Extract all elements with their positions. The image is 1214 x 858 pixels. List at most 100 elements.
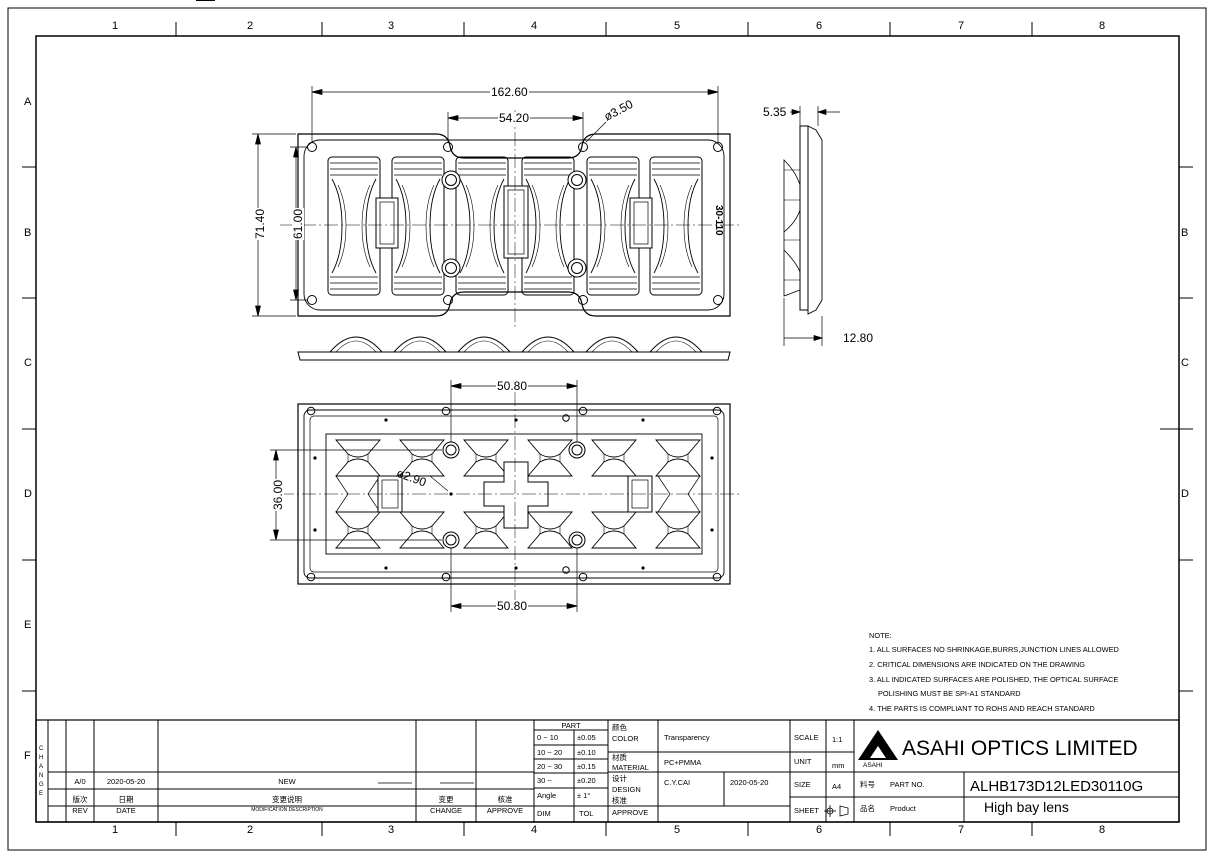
title-block-lines — [35, 719, 1180, 823]
tolerance-title: PART — [561, 721, 581, 730]
grid-row-label: A — [24, 96, 32, 108]
approve-label-en: APPROVE — [612, 808, 649, 817]
header-approve-en: APPROVE — [486, 806, 524, 815]
grid-col-label: 4 — [531, 20, 538, 32]
product-label-cn: 品名 — [860, 804, 875, 813]
note-item: POLISHING MUST BE SPI-A1 STANDARD — [878, 689, 1021, 698]
sheet-label: SHEET — [794, 806, 820, 815]
grid-row-label: B — [24, 227, 32, 239]
company-name: ASAHI OPTICS LIMITED — [902, 737, 1138, 760]
side-view — [783, 106, 840, 346]
grid-row-label: C — [24, 357, 32, 369]
grid-col-label: 4 — [531, 824, 538, 836]
grid-col-label: 5 — [674, 824, 681, 836]
header-desc-en: MODIFICATION DESCRIPTION — [251, 807, 323, 813]
grid-row-label: C — [1181, 357, 1189, 369]
part-number: ALHB173D12LED30110G — [970, 778, 1144, 795]
change-letter: E — [39, 791, 44, 797]
tolerance-footer-dim: DIM — [537, 809, 551, 818]
note-item: 1. ALL SURFACES NO SHRINKAGE,BURRS,JUNCT… — [869, 645, 1119, 654]
tolerance-value: ± 1° — [577, 791, 591, 800]
projection-symbol — [824, 805, 849, 817]
material-label-cn: 材质 — [612, 753, 627, 762]
grid-col-label: 5 — [674, 20, 681, 32]
grid-col-label: 6 — [816, 824, 823, 836]
approve-label-cn: 核准 — [612, 796, 627, 805]
header-rev-cn: 版次 — [72, 795, 88, 804]
header-rev-en: REV — [72, 806, 88, 815]
grid-row-markers — [22, 166, 1193, 692]
dim-overall-width: 71.40 — [253, 207, 268, 241]
unit-value: mm — [832, 761, 845, 770]
grid-row-label: D — [24, 488, 32, 500]
tolerance-range: 0 ~ 10 — [537, 733, 559, 742]
dim-vertical-span: 61.00 — [291, 207, 306, 241]
part-no-label-en: PART NO. — [890, 780, 925, 789]
grid-col-label: 8 — [1099, 824, 1106, 836]
grid-col-label: 1 — [112, 20, 119, 32]
revision-date: 2020-05-20 — [106, 777, 146, 786]
bottom-view-dimensions — [270, 380, 578, 612]
header-desc-cn: 变更说明 — [272, 795, 302, 804]
design-label-en: DESIGN — [612, 785, 641, 794]
tolerance-value: ±0.10 — [577, 748, 596, 757]
tolerance-range: 10 ~ 20 — [537, 748, 563, 757]
tolerance-range: 20 ~ 30 — [537, 762, 563, 771]
product-label-en: Product — [890, 804, 916, 813]
front-profile-view — [297, 336, 731, 361]
part-no-label-cn: 料号 — [860, 780, 875, 789]
dim-side-height: 12.80 — [842, 331, 875, 345]
change-letter: H — [39, 755, 44, 761]
color-label-en: COLOR — [612, 734, 639, 743]
grid-row-label: D — [1181, 488, 1189, 500]
tolerance-value: ±0.05 — [577, 733, 596, 742]
material-label-en: MATERIAL — [612, 763, 649, 772]
scale-value: 1:1 — [832, 735, 843, 744]
top-view: 30-110 — [280, 110, 740, 330]
tolerance-range: 30 ~ — [537, 776, 552, 785]
dim-bottom-height: 36.00 — [271, 478, 286, 512]
grid-col-label: 3 — [388, 824, 395, 836]
note-item: 3. ALL INDICATED SURFACES ARE POLISHED, … — [869, 675, 1119, 684]
tolerance-footer-tol: TOL — [579, 809, 594, 818]
grid-col-label: 7 — [958, 20, 965, 32]
designer-name: C.Y.CAI — [664, 778, 691, 787]
grid-col-label: 1 — [112, 824, 119, 836]
dim-bottom-pitch-top: 50.80 — [496, 379, 529, 393]
dim-overall-length: 162.60 — [490, 85, 529, 99]
grid-col-label: 7 — [958, 824, 965, 836]
material-value: PC+PMMA — [664, 758, 702, 767]
design-label-cn: 设计 — [612, 774, 627, 783]
product-name: High bay lens — [984, 799, 1069, 815]
grid-col-label: 6 — [816, 20, 823, 32]
dim-bottom-pitch-bottom: 50.80 — [496, 599, 529, 613]
revision-value: A/0 — [74, 777, 86, 786]
grid-col-label: 2 — [247, 824, 254, 836]
color-label-cn: 颜色 — [612, 723, 627, 732]
change-letter: A — [39, 764, 44, 770]
grid-row-label: B — [1181, 227, 1189, 239]
part-marking-text: 30-110 — [713, 205, 724, 236]
size-label: SIZE — [794, 780, 811, 789]
change-letter: G — [39, 782, 44, 788]
design-date: 2020-05-20 — [730, 778, 769, 787]
note-item: 4. THE PARTS IS COMPLIANT TO ROHS AND RE… — [869, 704, 1095, 713]
header-date-en: DATE — [116, 806, 136, 815]
note-item: 2. CRITICAL DIMENSIONS ARE INDICATED ON … — [869, 660, 1085, 669]
grid-row-label: E — [24, 619, 32, 631]
grid-col-label: 8 — [1099, 20, 1106, 32]
tolerance-value: ±0.20 — [577, 776, 596, 785]
notes-title: NOTE: — [869, 631, 892, 640]
color-value: Transparency — [664, 733, 710, 742]
size-value: A4 — [832, 782, 842, 791]
header-approve-cn: 核准 — [497, 795, 513, 804]
header-date-cn: 日期 — [118, 795, 134, 804]
asahi-logo — [858, 730, 898, 760]
scale-label: SCALE — [794, 733, 819, 742]
revision-description: NEW — [278, 777, 296, 786]
grid-column-markers — [175, 22, 1033, 836]
logo-text: ASAHI — [863, 762, 883, 769]
header-change-en: CHANGE — [429, 806, 463, 815]
tolerance-range: Angle — [537, 791, 557, 800]
